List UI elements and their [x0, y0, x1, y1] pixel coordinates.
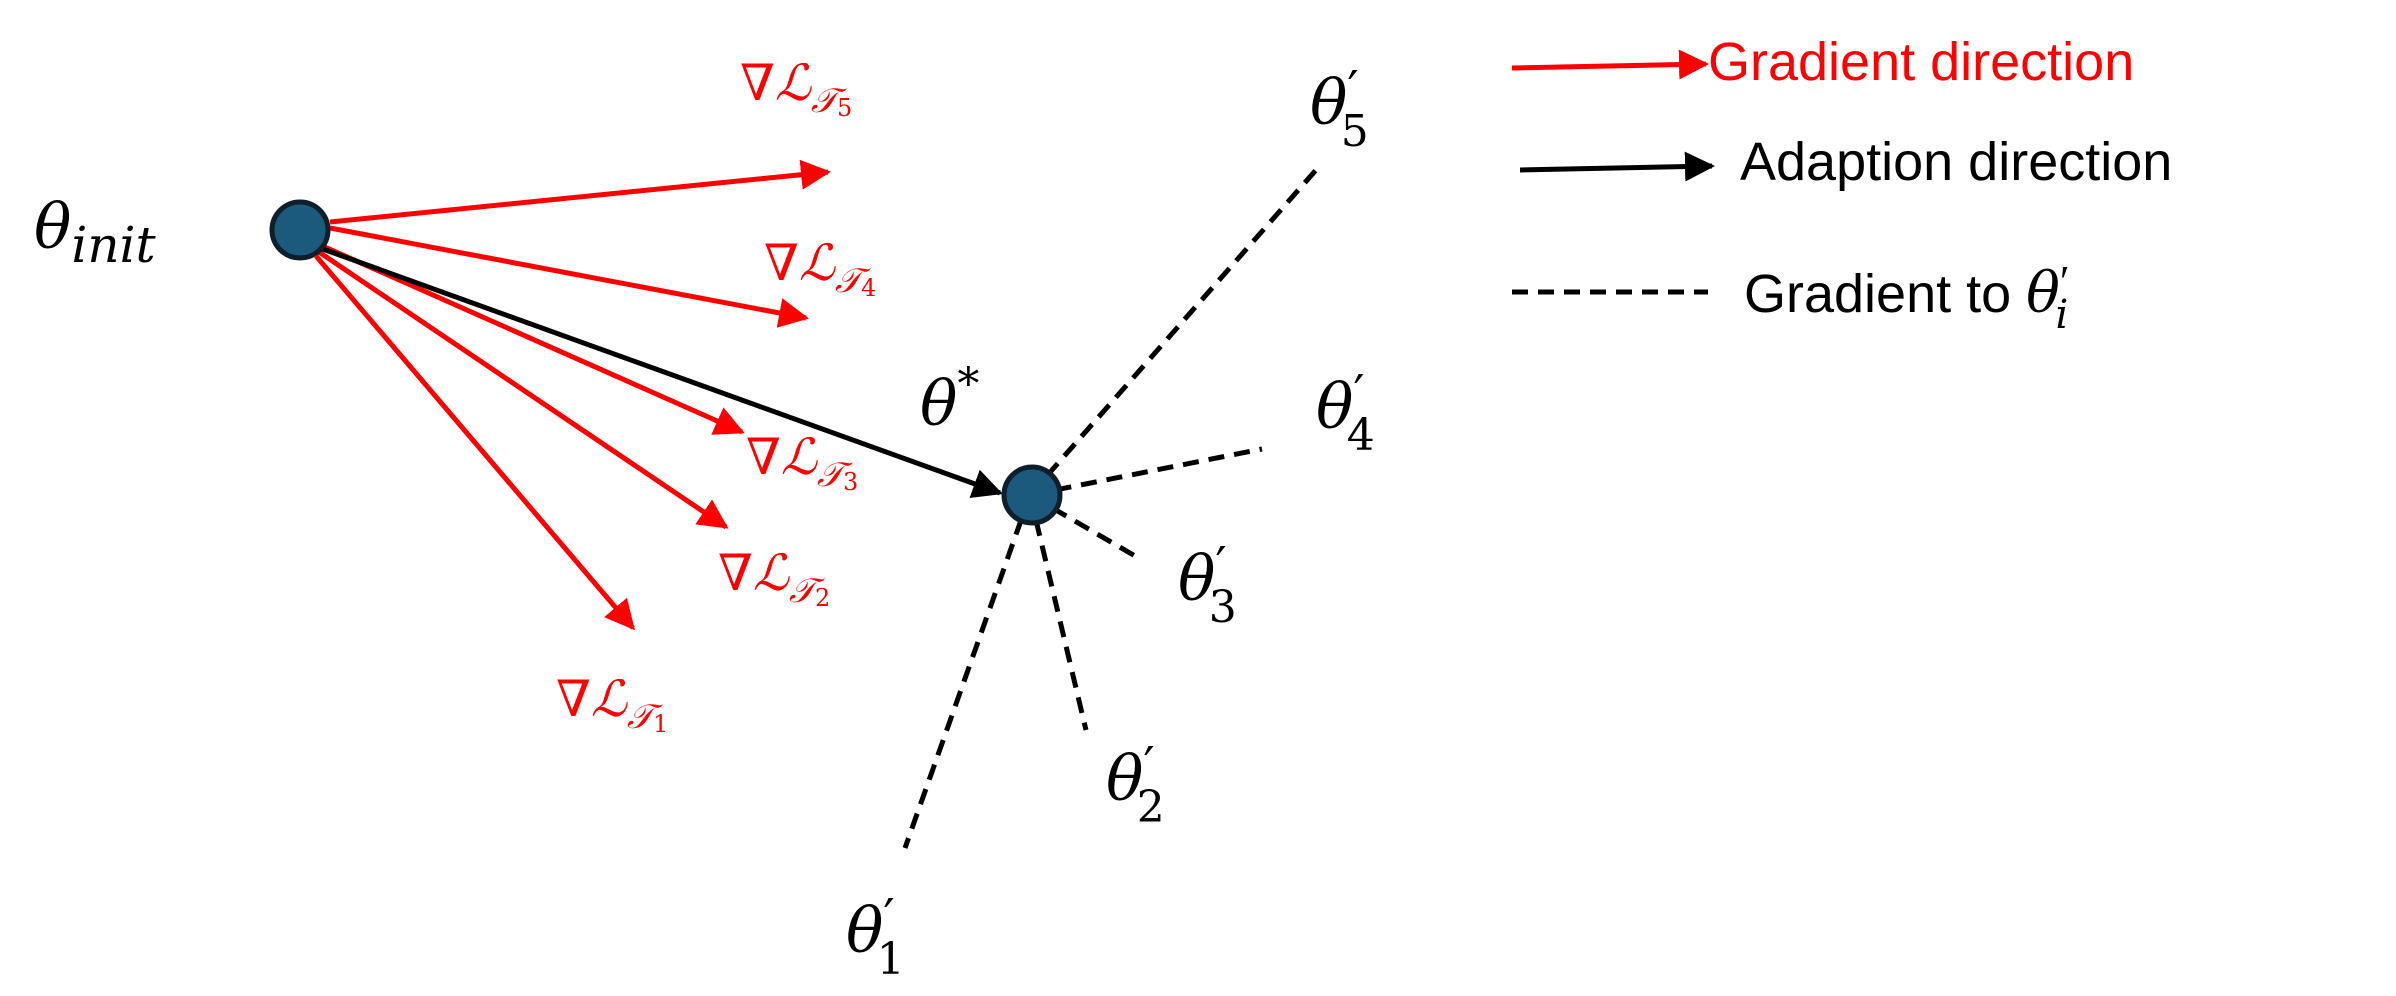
gradient-arrow-t1: [314, 254, 635, 631]
adaption-arrow: [319, 245, 1003, 498]
gradient-label-t5: ∇ℒ𝒯5: [740, 54, 852, 122]
target-label-theta5: θ′5: [1310, 60, 1369, 157]
gradient-arrow-t2: [314, 247, 729, 530]
target-label-theta3: θ′3: [1178, 536, 1237, 633]
label-theta-init: θinit: [34, 190, 157, 274]
legend-gradient-arrow: [1511, 49, 1709, 80]
gradient-arrow-t5: [329, 159, 831, 225]
node-theta-init: [269, 199, 331, 261]
label-theta-star: θ*: [920, 359, 979, 440]
gradient-labels: ∇ℒ𝒯5 ∇ℒ𝒯4 ∇ℒ𝒯3 ∇ℒ𝒯2 ∇ℒ𝒯1: [556, 54, 876, 738]
legend: Gradient direction Adaption direction Gr…: [1511, 32, 2172, 338]
legend-adaption-label: Adaption direction: [1740, 132, 2172, 192]
target-label-theta1: θ′1: [846, 888, 905, 985]
target-label-theta4: θ′4: [1316, 364, 1375, 461]
legend-adaption-arrow: [1519, 151, 1715, 182]
gradient-label-t1: ∇ℒ𝒯1: [556, 670, 668, 738]
gradient-label-t2: ∇ℒ𝒯2: [718, 544, 830, 612]
dashed-to-theta5: [1028, 168, 1318, 497]
gradient-label-t4: ∇ℒ𝒯4: [764, 234, 876, 302]
dashed-to-theta2: [1027, 494, 1089, 731]
legend-gradient-label: Gradient direction: [1708, 32, 2134, 92]
legend-dashed-label: Gradient to θ′i: [1744, 257, 2070, 338]
dashed-to-theta3: [1028, 492, 1144, 563]
dashed-to-theta1: [902, 494, 1033, 849]
node-theta-star: [1001, 464, 1063, 526]
gradient-arrow-t4: [329, 225, 809, 328]
dashed-to-theta4: [1029, 446, 1263, 498]
target-label-theta2: θ′2: [1106, 736, 1165, 833]
target-labels: θ′5 θ′4 θ′3 θ′2 θ′1: [846, 60, 1375, 985]
